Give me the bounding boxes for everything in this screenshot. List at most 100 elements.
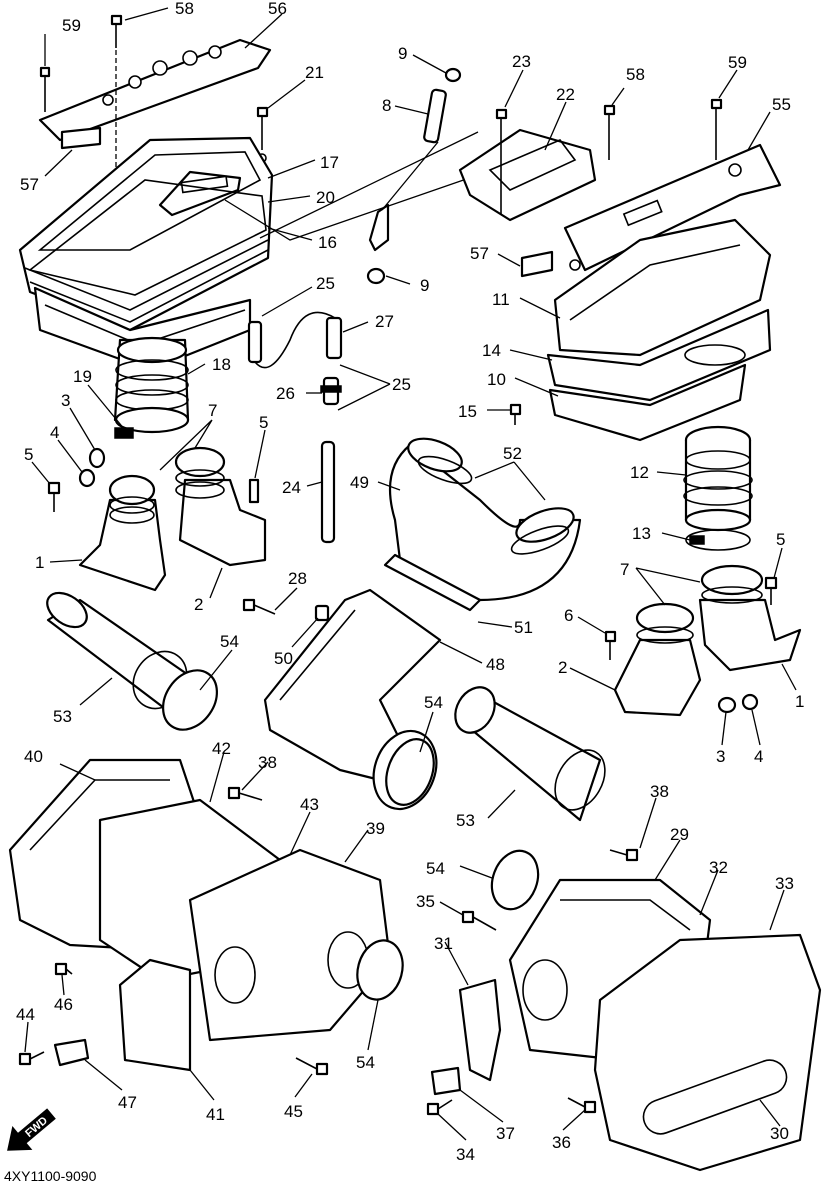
callout-46: 46 [54, 995, 73, 1014]
callout-38: 38 [650, 782, 669, 801]
callout-7: 7 [620, 560, 629, 579]
callout-49: 49 [350, 473, 369, 492]
joint-12 [683, 425, 753, 532]
case-cover-11 [553, 218, 772, 357]
callout-23: 23 [512, 52, 531, 71]
callout-27: 27 [375, 312, 394, 331]
callout-5: 5 [776, 530, 785, 549]
callout-57: 57 [20, 175, 39, 194]
reference-code: 4XY1100-9090 [4, 1168, 97, 1184]
duct-49 [388, 437, 582, 602]
forward-arrow-icon: FWD [7, 1108, 56, 1151]
joint-1-right [698, 564, 802, 672]
cover-41 [118, 958, 192, 1072]
clamp-9-top [444, 67, 462, 83]
callout-50: 50 [274, 649, 293, 668]
gasket-20 [28, 179, 267, 296]
callout-44: 44 [16, 1005, 35, 1024]
joint-18 [113, 336, 190, 434]
case-body-14 [546, 308, 772, 402]
bolt-38-right [609, 848, 639, 862]
callout-8: 8 [382, 96, 391, 115]
band-54-right [490, 849, 540, 911]
bracket-31 [458, 978, 502, 1082]
joint-1-left [78, 474, 167, 592]
callout-24: 24 [282, 478, 301, 497]
callout-28: 28 [288, 569, 307, 588]
callout-40: 40 [24, 747, 43, 766]
bolt-15 [509, 403, 522, 425]
cap-3-left [88, 447, 106, 469]
callout-17: 17 [320, 153, 339, 172]
callout-19: 19 [73, 367, 92, 386]
bolt-5-left [47, 481, 61, 512]
callout-4: 4 [754, 747, 763, 766]
callout-57: 57 [470, 244, 489, 263]
callout-54: 54 [220, 632, 239, 651]
callout-3: 3 [716, 747, 725, 766]
callout-16: 16 [318, 233, 337, 252]
callout-58: 58 [175, 0, 194, 18]
callout-33: 33 [775, 874, 794, 893]
bolt-58-right [603, 104, 616, 160]
clamp-13 [685, 529, 751, 551]
bracket-56 [38, 38, 272, 142]
callout-48: 48 [486, 655, 505, 674]
bolt-59-left [39, 66, 51, 112]
callout-39: 39 [366, 819, 385, 838]
callout-25: 25 [392, 375, 411, 394]
pipe-24-27-26 [247, 311, 343, 544]
band-54-lower [356, 939, 404, 1001]
damper-47 [53, 1038, 90, 1067]
bolt-46 [54, 962, 73, 976]
washer-4-right [741, 693, 759, 711]
callout-30: 30 [770, 1124, 789, 1143]
hose-8 [423, 88, 447, 144]
gasket-51 [383, 553, 482, 612]
bolt-34 [426, 1099, 453, 1116]
callout-25: 25 [316, 274, 335, 293]
callout-4: 4 [50, 423, 59, 442]
callout-2: 2 [194, 595, 203, 614]
callout-31: 31 [434, 934, 453, 953]
callout-38: 38 [258, 753, 277, 772]
callout-52: 52 [503, 444, 522, 463]
callout-2: 2 [558, 658, 567, 677]
callout-20: 20 [316, 188, 335, 207]
cap-3-right [717, 696, 737, 714]
callout-18: 18 [212, 355, 231, 374]
callout-10: 10 [487, 370, 506, 389]
joint-2-right [613, 602, 702, 717]
nut-50 [314, 604, 330, 622]
bolt-28 [242, 598, 276, 615]
callout-34: 34 [456, 1145, 475, 1164]
callout-59: 59 [62, 16, 81, 35]
bolt-59-right [710, 98, 723, 160]
leader-lines [24, 7, 797, 1141]
damper-57-left [60, 126, 102, 150]
bolt-45 [295, 1057, 329, 1076]
washer-4-left [78, 468, 96, 488]
cover-30-33 [593, 933, 822, 1172]
callout-35: 35 [416, 892, 435, 911]
callout-47: 47 [118, 1093, 137, 1112]
callout-55: 55 [772, 95, 791, 114]
bolt-44 [18, 1051, 45, 1066]
callout-14: 14 [482, 341, 501, 360]
callout-12: 12 [630, 463, 649, 482]
callout-51: 51 [514, 618, 533, 637]
callout-53: 53 [456, 811, 475, 830]
bolt-36 [567, 1097, 597, 1114]
bolt-58-left [110, 14, 123, 230]
damper-57-right [520, 250, 554, 278]
callout-43: 43 [300, 795, 319, 814]
callout-21: 21 [305, 63, 324, 82]
callout-7: 7 [208, 401, 217, 420]
callout-54: 54 [424, 693, 443, 712]
callout-5: 5 [24, 445, 33, 464]
damper-37 [430, 1066, 462, 1096]
callout-32: 32 [709, 858, 728, 877]
callout-45: 45 [284, 1102, 303, 1121]
callout-22: 22 [556, 85, 575, 104]
